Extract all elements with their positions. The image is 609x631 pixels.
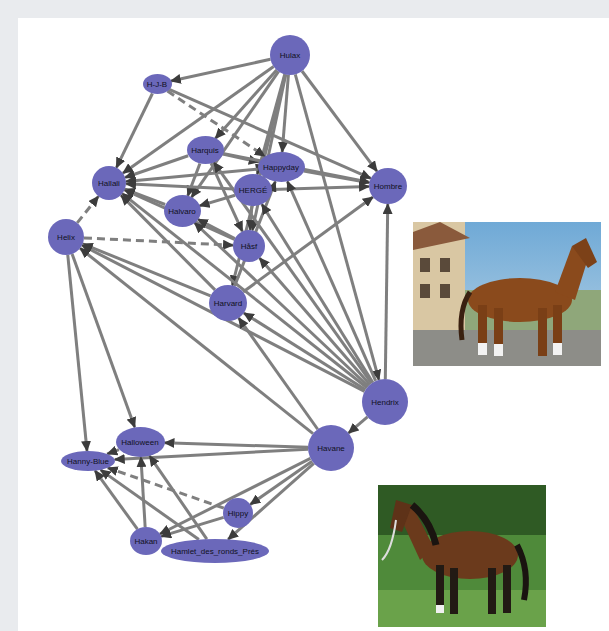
parent-arrow xyxy=(125,156,188,178)
parent-arrow xyxy=(260,258,370,385)
node-fill xyxy=(223,498,253,528)
horse-node: Hendrix xyxy=(362,379,408,425)
horse-node: Håsf xyxy=(233,230,265,262)
horse-name: Helix xyxy=(57,233,75,242)
horse-name: Hamlet_des_ronds_Prés xyxy=(171,547,259,556)
parent-arrow xyxy=(262,204,373,382)
horse-node: Harquis xyxy=(187,136,224,164)
horse-name: Hendrix xyxy=(371,398,399,407)
parent-arrow xyxy=(141,457,145,527)
parent-arrow xyxy=(80,248,313,433)
parent-arrow xyxy=(272,187,369,190)
horse-node: Hamlet_des_ronds_Prés xyxy=(161,539,269,563)
horse-name: H-J-B xyxy=(147,80,167,89)
parent-arrow xyxy=(239,318,318,429)
node-fill xyxy=(369,168,407,204)
horse-node: Hippy xyxy=(223,498,253,528)
horse-photo xyxy=(413,222,601,366)
horse-node: Helix xyxy=(48,219,84,255)
horse-photo xyxy=(378,485,546,627)
parent-arrow xyxy=(302,71,377,171)
horse-name: Hippy xyxy=(228,509,248,518)
parent-arrow xyxy=(83,244,211,296)
horse-name: Halvaro xyxy=(168,207,196,216)
horse-name: Hakan xyxy=(134,537,157,546)
node-fill xyxy=(48,219,84,255)
node-fill xyxy=(116,427,165,457)
parent-arrow xyxy=(123,67,274,174)
node-fill xyxy=(187,136,224,164)
node-fill xyxy=(161,539,269,563)
parent-arrow xyxy=(160,458,311,534)
parent-arrow xyxy=(164,443,308,448)
horse-name: Hanny-Blue xyxy=(67,457,109,466)
horse-node: Halloween xyxy=(116,427,165,457)
parent-arrow xyxy=(250,206,252,230)
parent-arrow xyxy=(72,254,135,427)
node-fill xyxy=(61,451,115,471)
parent-arrow xyxy=(122,194,367,388)
parent-arrow xyxy=(126,184,234,189)
horse-name: Hombre xyxy=(374,182,402,191)
node-fill xyxy=(362,379,408,425)
parent-arrow xyxy=(77,196,98,223)
node-fill xyxy=(270,35,310,75)
parent-arrow xyxy=(126,169,258,181)
horse-name: Halloween xyxy=(121,438,158,447)
horse-node: Halvaro xyxy=(164,195,201,227)
horse-name: Håsf xyxy=(241,242,257,251)
node-fill xyxy=(143,74,172,94)
parent-arrow xyxy=(188,163,200,195)
horse-node: H-J-B xyxy=(143,74,172,94)
node-fill xyxy=(209,285,247,321)
horse-name: Happyday xyxy=(263,163,299,172)
horse-name: Harvard xyxy=(214,299,242,308)
parent-arrow xyxy=(200,195,236,206)
parent-arrow xyxy=(150,456,207,539)
horse-name: Harquis xyxy=(191,146,219,155)
node-fill xyxy=(233,230,265,262)
horse-name: HERGÉ xyxy=(239,186,267,195)
node-fill xyxy=(234,174,272,206)
node-fill xyxy=(130,527,162,555)
horse-node: Hombre xyxy=(369,168,407,204)
horse-node: HERGÉ xyxy=(234,174,272,206)
parent-arrow xyxy=(82,245,365,391)
horse-name: Hulax xyxy=(280,51,300,60)
horse-node: Hulax xyxy=(270,35,310,75)
parent-arrow xyxy=(116,93,152,167)
parent-arrow xyxy=(385,204,387,379)
horse-node: Hanny-Blue xyxy=(61,451,115,471)
parent-arrow xyxy=(304,171,370,183)
parent-arrow xyxy=(287,181,375,381)
parent-arrow xyxy=(121,195,215,290)
horse-name: Hallali xyxy=(98,179,120,188)
node-fill xyxy=(164,195,201,227)
parent-arrow xyxy=(349,417,368,433)
horse-node: Hallali xyxy=(92,166,126,200)
parent-arrow xyxy=(107,450,119,454)
parent-arrow xyxy=(198,219,235,238)
horse-name: Havane xyxy=(317,444,345,453)
node-fill xyxy=(308,425,354,471)
horse-node: Hakan xyxy=(130,527,162,555)
horse-node: Harvard xyxy=(209,285,247,321)
node-fill xyxy=(92,166,126,200)
horse-node: Havane xyxy=(308,425,354,471)
